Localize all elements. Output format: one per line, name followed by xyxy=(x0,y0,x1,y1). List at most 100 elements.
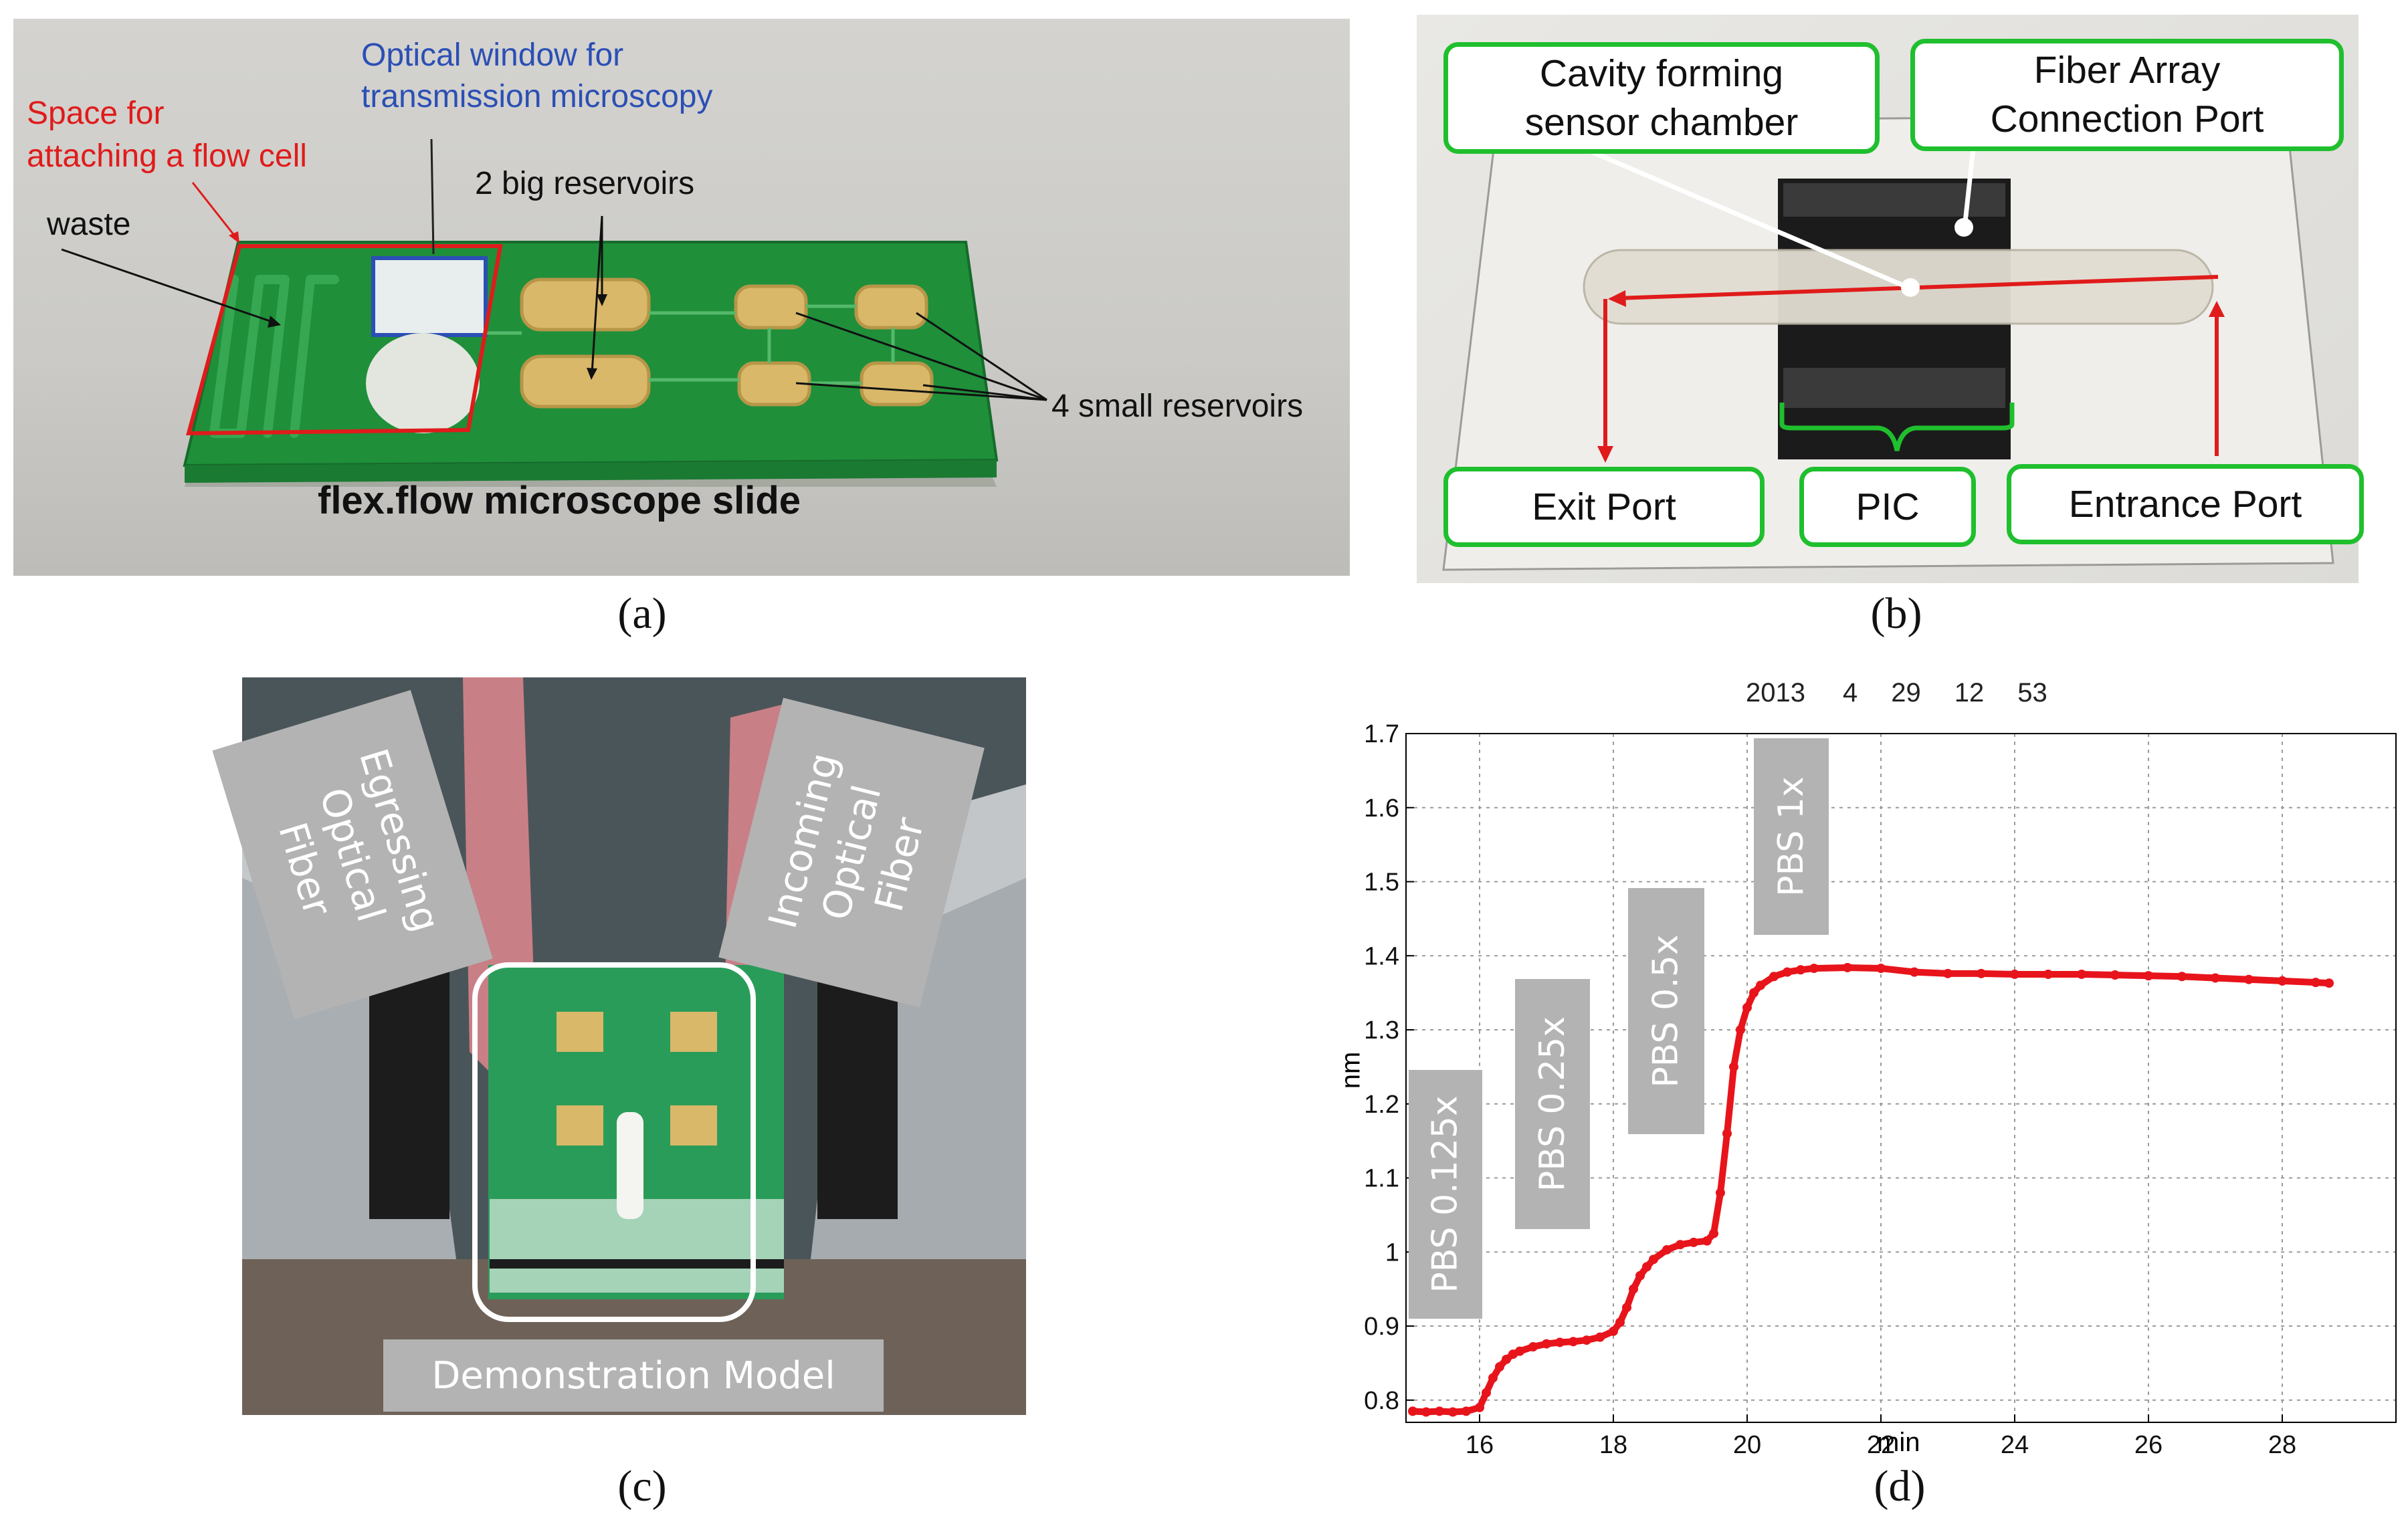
y-tick-label: 1 xyxy=(1385,1238,1399,1267)
x-tick-label: 24 xyxy=(2001,1431,2029,1459)
small-reservoirs-label: 4 small reservoirs xyxy=(1051,389,1304,424)
data-point xyxy=(1749,988,1759,998)
x-tick-label: 22 xyxy=(1867,1431,1895,1459)
data-point xyxy=(2211,973,2220,983)
panel-a-photo xyxy=(13,19,1350,576)
waste-label: waste xyxy=(47,207,131,242)
plot-frame xyxy=(1405,733,2397,1423)
big-reservoirs-label: 2 big reservoirs xyxy=(475,166,695,201)
caption-c: (c) xyxy=(617,1462,667,1511)
data-point xyxy=(1421,1407,1431,1417)
data-point xyxy=(1462,1406,1471,1416)
data-point xyxy=(1742,1002,1752,1012)
data-point xyxy=(1977,968,1986,978)
slide-title: flex.flow microscope slide xyxy=(318,479,801,522)
data-point xyxy=(1495,1361,1504,1372)
data-point xyxy=(1722,1129,1732,1139)
x-tick-label: 26 xyxy=(2134,1431,2163,1459)
data-point xyxy=(1502,1354,1511,1364)
data-point xyxy=(2244,974,2253,984)
data-point xyxy=(1769,972,1779,982)
data-point xyxy=(1716,1188,1725,1198)
data-point xyxy=(2324,978,2334,988)
data-point xyxy=(1615,1317,1625,1327)
data-point xyxy=(2144,971,2153,981)
data-point xyxy=(1729,1062,1738,1072)
data-point xyxy=(1542,1339,1551,1349)
data-point xyxy=(2311,978,2320,988)
caption-a: (a) xyxy=(617,589,667,638)
pic-label-box: PIC xyxy=(1799,467,1976,547)
data-point xyxy=(1702,1236,1712,1246)
data-point xyxy=(1876,964,1886,974)
y-tick-label: 1.3 xyxy=(1364,1016,1399,1045)
y-tick-label: 1.7 xyxy=(1364,720,1399,748)
y-tick-label: 0.8 xyxy=(1364,1387,1399,1415)
x-tick-label: 28 xyxy=(2268,1431,2296,1459)
data-point xyxy=(2110,970,2120,980)
data-point xyxy=(1635,1271,1645,1281)
annotation-pbs-05: PBS 0.5x xyxy=(1628,888,1704,1134)
data-point xyxy=(1689,1237,1698,1247)
chip-illustration xyxy=(1442,114,2334,571)
entrance-port-label-box: Entrance Port xyxy=(2007,464,2364,544)
microscope-slide-illustration xyxy=(61,138,1047,487)
y-tick-label: 1.6 xyxy=(1364,794,1399,823)
data-point xyxy=(1629,1284,1638,1294)
caption-b: (b) xyxy=(1870,589,1922,638)
data-point xyxy=(1622,1303,1631,1313)
data-point xyxy=(1756,980,1765,990)
data-point xyxy=(1796,965,1805,975)
optical-window-label: Optical window for transmission microsco… xyxy=(361,37,713,114)
data-point xyxy=(1488,1373,1498,1383)
chart-y-axis-label: nm xyxy=(1336,1051,1366,1089)
data-point xyxy=(1475,1402,1484,1412)
flow-cell-label: Space for attaching a flow cell xyxy=(27,96,307,174)
chart-plot: 16 18 20 22 24 26 28 0.8 0.9 1 1.1 1.2 1.3 1.4 1.5 1.6 1… xyxy=(1364,720,2397,1459)
data-point xyxy=(1482,1388,1491,1398)
data-point xyxy=(1676,1240,1685,1250)
x-tick-label: 16 xyxy=(1466,1431,1494,1459)
data-point xyxy=(1736,1025,1745,1035)
data-point xyxy=(1709,1228,1718,1238)
y-tick-label: 1.4 xyxy=(1364,942,1399,970)
data-point xyxy=(1642,1262,1651,1272)
caption-d: (d) xyxy=(1874,1462,1926,1511)
data-point xyxy=(1582,1335,1591,1345)
data-point xyxy=(1515,1346,1524,1356)
data-point xyxy=(1662,1244,1672,1255)
annotation-pbs-025: PBS 0.25x xyxy=(1515,979,1590,1229)
data-point xyxy=(1809,964,1819,974)
data-point xyxy=(1555,1337,1565,1347)
annotation-pbs-0125: PBS 0.125x xyxy=(1409,1070,1482,1319)
data-point xyxy=(1649,1255,1658,1265)
data-point xyxy=(1843,962,1852,972)
annotation-pbs-1: PBS 1x xyxy=(1754,738,1829,935)
data-point xyxy=(2010,969,2019,979)
exit-port-label-box: Exit Port xyxy=(1443,467,1765,547)
y-tick-label: 1.1 xyxy=(1364,1165,1399,1193)
y-tick-label: 1.5 xyxy=(1364,869,1399,897)
data-point xyxy=(2043,969,2053,979)
data-point xyxy=(1435,1406,1444,1416)
data-point xyxy=(2177,972,2187,982)
data-point xyxy=(1595,1332,1605,1342)
data-point xyxy=(1528,1342,1538,1352)
data-point xyxy=(1943,968,1952,978)
demonstration-model-label: Demonstration Model xyxy=(383,1339,884,1412)
data-point xyxy=(1609,1326,1618,1336)
data-point xyxy=(2278,976,2287,986)
y-tick-label: 1.2 xyxy=(1364,1091,1399,1119)
data-point xyxy=(1408,1406,1417,1416)
x-tick-label: 18 xyxy=(1599,1431,1627,1459)
data-point xyxy=(2077,969,2086,979)
data-point xyxy=(1783,967,1792,977)
data-point xyxy=(1910,967,1919,977)
chart-x-axis-label: min xyxy=(1877,1428,1920,1457)
y-tick-label: 0.9 xyxy=(1364,1313,1399,1341)
x-tick-label: 20 xyxy=(1733,1431,1761,1459)
data-point xyxy=(1569,1337,1578,1347)
